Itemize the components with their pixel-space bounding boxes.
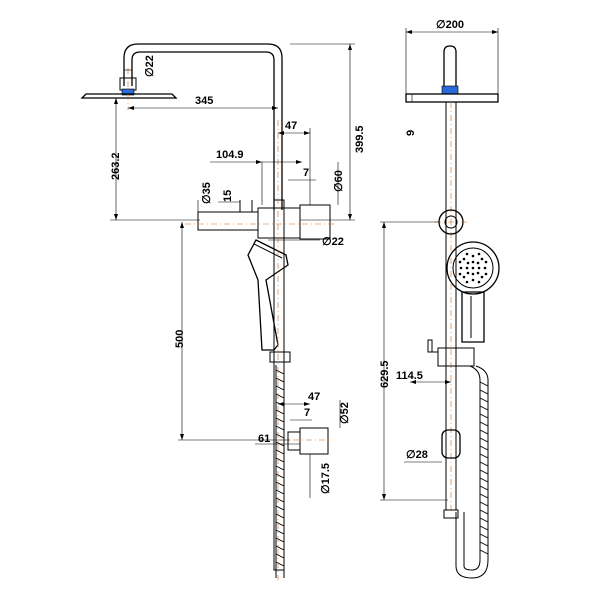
dim-15: 15 [222,190,234,202]
wall-bracket-bottom [299,427,329,455]
dim-d52: ∅52 [339,402,351,424]
shower-arm [123,43,283,210]
hose-side [275,365,285,578]
dim-61: 61 [258,433,270,445]
handle-lever [197,211,259,231]
hand-shower-front [446,241,500,343]
dim-d22-mid: ∅22 [322,236,344,248]
dim-500: 500 [174,330,186,348]
dim-d60: ∅60 [333,170,345,192]
dim-345: 345 [195,95,213,107]
arm-front [443,45,457,89]
dim-263-2: 263.2 [110,152,122,180]
shower-head-front [405,93,499,103]
dim-104-9: 104.9 [216,149,244,161]
dim-47-top: 47 [285,120,297,132]
dim-d35: ∅35 [201,182,213,204]
dim-399-5: 399.5 [354,125,366,153]
hose-front [455,365,489,579]
side-view: 345 ∅22 399.5 263.2 47 104.9 7 ∅60 [80,43,366,580]
dim-9: 9 [405,130,417,136]
dim-7-bot: 7 [304,407,310,419]
lower-bracket-front [441,429,461,459]
shower-head-side [80,93,178,99]
hand-shower-side [247,239,289,351]
dim-d28: ∅28 [406,449,428,461]
dim-d17-5: ∅17.5 [320,463,332,494]
dim-7-top: 7 [303,167,309,179]
holder-front [437,347,475,367]
diverter-body [257,207,301,239]
dim-629-5: 629.5 [379,360,391,388]
front-view: ∅200 9 [379,19,500,579]
wall-flange-top [299,204,331,240]
dim-d200: ∅200 [436,19,464,31]
dim-114-5: 114.5 [396,370,423,382]
handset-holder [269,351,291,363]
dim-47-bot: 47 [308,391,320,403]
dim-d22-top: ∅22 [144,55,156,77]
